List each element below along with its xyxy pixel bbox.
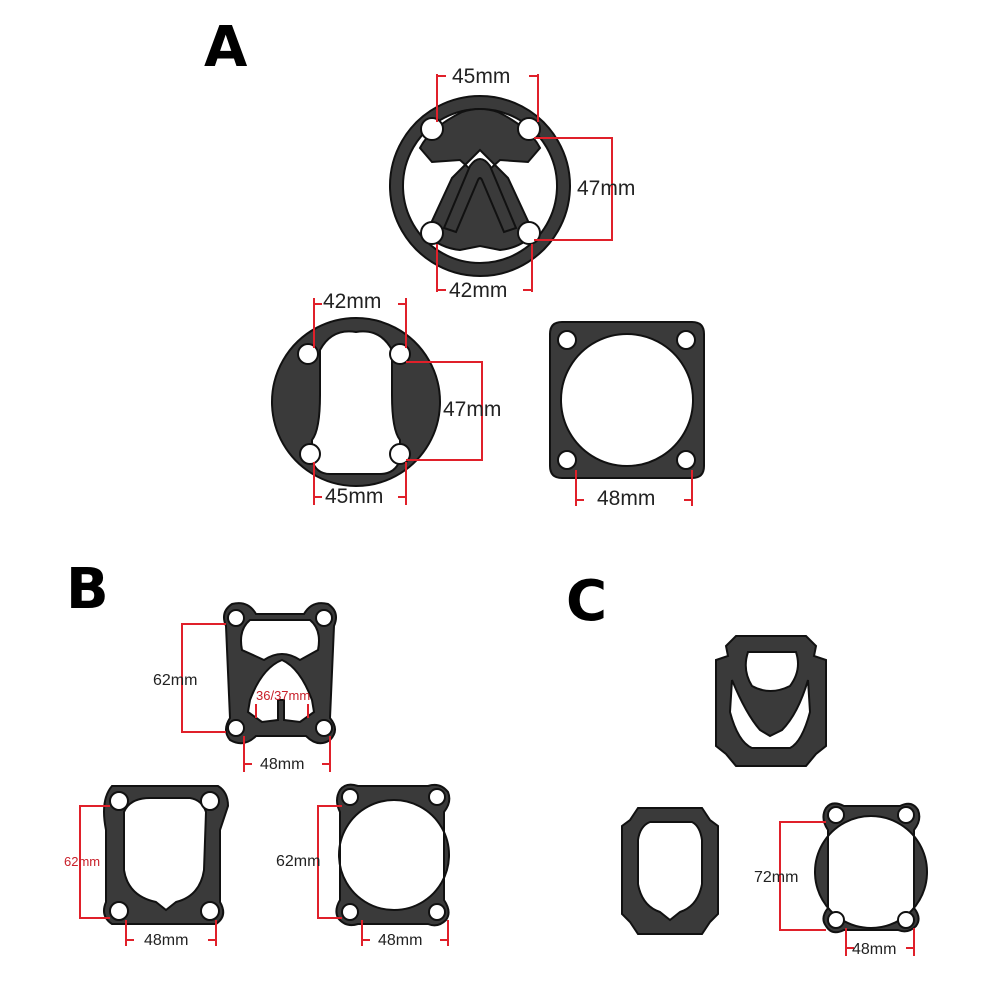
bolt-hole xyxy=(389,343,411,365)
bolt-hole xyxy=(557,450,577,470)
gasket-a2 xyxy=(271,317,441,487)
dimension-label: 48mm xyxy=(852,941,896,958)
dimension-label: 42mm xyxy=(449,279,507,302)
bolt-hole xyxy=(827,911,845,929)
bolt-hole xyxy=(897,911,915,929)
bolt-hole xyxy=(517,117,541,141)
dimension-label: 45mm xyxy=(325,485,383,508)
dimension-label: 48mm xyxy=(378,932,422,949)
bolt-hole xyxy=(428,788,446,806)
gasket-b1 xyxy=(223,602,337,745)
bolt-hole xyxy=(109,901,129,921)
dimension-label: 47mm xyxy=(443,398,501,421)
bolt-hole xyxy=(428,903,446,921)
gasket-c2-body xyxy=(621,807,719,935)
dimension-label: 48mm xyxy=(597,487,655,510)
section-label-c: C xyxy=(566,569,607,634)
dimension-label: 48mm xyxy=(144,932,188,949)
dimension-label: 62mm xyxy=(153,672,197,689)
dimension-lines-a1 xyxy=(436,74,613,292)
bolt-hole xyxy=(676,330,696,350)
bolt-hole xyxy=(389,443,411,465)
gasket-c3-body xyxy=(814,802,928,934)
dimension-label: 62mm xyxy=(64,854,100,869)
bolt-hole xyxy=(557,330,577,350)
section-label-b: B xyxy=(66,557,109,622)
dimension-lines-c3 xyxy=(779,821,915,956)
bolt-hole xyxy=(897,806,915,824)
bolt-hole xyxy=(200,791,220,811)
bolt-hole xyxy=(227,719,245,737)
dimension-lines-b1 xyxy=(181,623,331,772)
dimension-label: 48mm xyxy=(260,756,304,773)
bolt-hole xyxy=(297,343,319,365)
bolt-hole xyxy=(341,903,359,921)
gasket-b3 xyxy=(335,783,451,927)
bolt-hole xyxy=(227,609,245,627)
dimension-label: 45mm xyxy=(452,65,510,88)
dimension-lines-a3 xyxy=(575,470,693,506)
bolt-hole xyxy=(827,806,845,824)
gasket-b2 xyxy=(103,785,230,925)
gasket-c1-body xyxy=(715,635,827,767)
gasket-a1-v xyxy=(442,158,518,234)
gasket-a1 xyxy=(388,95,571,277)
bolt-hole xyxy=(315,719,333,737)
bolt-hole xyxy=(341,788,359,806)
gasket-c2 xyxy=(621,807,719,935)
dimension-label: 36/37mm xyxy=(256,688,310,703)
dimension-label: 47mm xyxy=(577,177,635,200)
bolt-hole xyxy=(299,443,321,465)
bolt-hole xyxy=(315,609,333,627)
section-label-a: A xyxy=(204,15,248,80)
dimension-label: 42mm xyxy=(323,290,381,313)
bolt-hole xyxy=(517,221,541,245)
bolt-hole xyxy=(676,450,696,470)
bolt-hole xyxy=(420,117,444,141)
dimension-label: 72mm xyxy=(754,869,798,886)
bolt-hole xyxy=(109,791,129,811)
bolt-hole xyxy=(420,221,444,245)
dimension-lines-b2 xyxy=(79,805,217,946)
dimension-lines-a2 xyxy=(313,298,483,505)
gasket-c1 xyxy=(715,635,827,767)
gasket-a3 xyxy=(549,321,705,479)
bolt-hole xyxy=(200,901,220,921)
dimension-lines-b3 xyxy=(317,805,449,946)
gasket-c3 xyxy=(814,802,928,934)
dimension-label: 62mm xyxy=(276,853,320,870)
